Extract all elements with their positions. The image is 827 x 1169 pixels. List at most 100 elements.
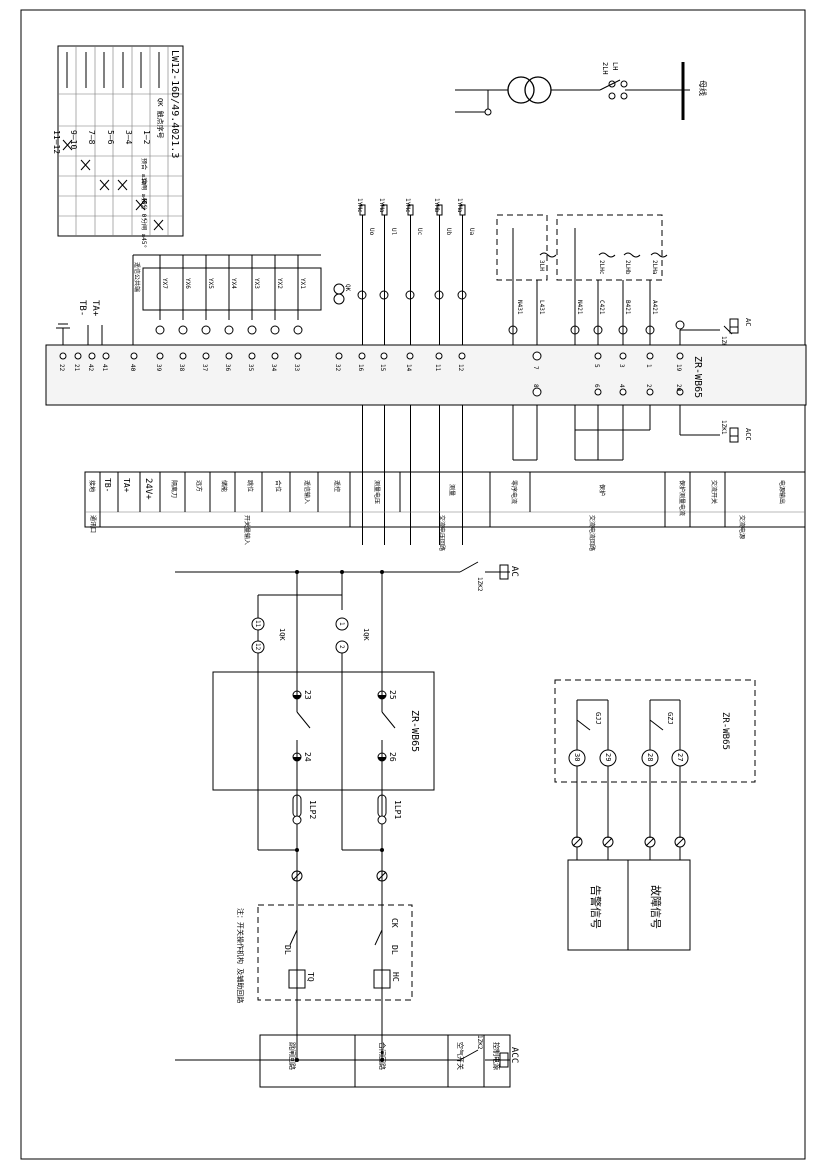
legend-cell-5: 零序电流 <box>510 480 518 504</box>
yx-common-label: 遥信公共端 <box>133 262 141 292</box>
contact-5-6: 5—6 <box>106 130 115 145</box>
pin-19: 19 <box>675 364 682 372</box>
bottom-cell-trip: 跳闸回路 <box>288 1042 297 1070</box>
page-frame <box>20 9 806 1160</box>
acc-switch-lower: 1ZK2 <box>476 1035 483 1050</box>
legend-cell-12: 储能 <box>220 480 228 492</box>
pin-16: 16 <box>357 364 364 372</box>
contact-7-8: 7—8 <box>87 130 96 145</box>
module-top-pins <box>59 351 684 361</box>
alarm-table <box>567 859 691 951</box>
pin-5: 5 <box>593 364 600 368</box>
wire-label-a421: A421 <box>651 300 658 315</box>
wire-label-l431: L431 <box>538 300 545 315</box>
pin-26: 26 <box>388 752 397 762</box>
tq-label: TQ <box>306 972 315 982</box>
pin-41: 41 <box>101 364 108 372</box>
bottom-cell-breaker: 空气开关 <box>456 1042 465 1070</box>
pin-34: 34 <box>270 364 277 372</box>
position-label-3: 预分 0° <box>140 198 148 221</box>
legend-cell-10: 合位 <box>274 480 282 492</box>
yx-label-7: YX7 <box>161 278 168 289</box>
meter-tag-5: Ua <box>468 228 475 236</box>
qk-term-11: 11 <box>254 620 261 628</box>
pin-15: 15 <box>379 364 386 372</box>
legend-cell-ta: TA+ <box>122 478 131 493</box>
qk-label-right: 1QK <box>362 628 370 641</box>
acc-label-upper: ACC <box>744 428 752 441</box>
legend-group-3: 交流电压回路 <box>438 515 446 551</box>
pin-37: 37 <box>201 364 208 372</box>
pin-32: 32 <box>334 364 341 372</box>
lp1-label: 1LP1 <box>393 800 402 819</box>
pin-1: 1 <box>645 364 652 368</box>
pin-39: 39 <box>155 364 162 372</box>
qk-column-label: QK 触点序号 <box>156 98 165 139</box>
relay-gzj: GZJ <box>666 712 674 725</box>
qk-term-12: 12 <box>254 643 261 651</box>
pin-24: 24 <box>303 752 312 762</box>
legend-cell-tb: TB- <box>103 478 112 492</box>
busbar-label: 母线 <box>698 80 708 96</box>
pt-box-1 <box>496 214 548 281</box>
mechanism-note: 注：开关操作机构 及辅助回路 <box>236 908 245 1003</box>
alarm-module-label: ZR-WB65 <box>720 712 730 750</box>
legend-cell-24v: 24V+ <box>143 478 153 500</box>
wire-label-c421: C421 <box>598 300 605 315</box>
meter-head-4: 1YMb <box>433 198 440 213</box>
switch-contact-table: LW12-16D/49.4021.3 QK 触点序号 1—2 3—4 5—6 7… <box>52 45 184 248</box>
meter-tag-2: Ul <box>390 228 397 236</box>
contact-9-10: 9—10 <box>69 130 78 149</box>
wire-label-n421: N421 <box>576 300 583 315</box>
alarm-pin-27: 27 <box>676 753 684 761</box>
lp2-label: 1LP2 <box>308 800 317 819</box>
ct-tag: LH <box>611 62 619 70</box>
acc-source-lower <box>499 1052 509 1068</box>
transformer-symbol <box>455 76 690 116</box>
legend-row <box>84 471 806 528</box>
pt-box-2 <box>556 214 663 281</box>
bottom-cell-close: 合闸回路 <box>378 1042 387 1070</box>
yx-label-3: YX3 <box>253 278 260 289</box>
yx-label-5: YX5 <box>207 278 214 289</box>
wire-label-n431: N431 <box>516 300 523 315</box>
qk-label-left: 1QK <box>278 628 286 641</box>
meter-tag-3: Uc <box>416 228 423 236</box>
legend-group-2: 交流电流回路 <box>588 515 596 551</box>
contact-3-4: 3—4 <box>124 130 133 145</box>
bottom-cell-power: 控制电源 <box>492 1042 501 1070</box>
pin-7: 7 <box>532 366 539 370</box>
alarm-cell-warning: 告警信号 <box>589 885 603 929</box>
legend-cell-3: 保护测量电流 <box>678 480 686 516</box>
pin-35: 35 <box>247 364 254 372</box>
dl-label-right: DL <box>390 945 399 955</box>
legend-cell-11: 跳位 <box>246 480 254 492</box>
position-label-4: 分闸 ≥45° <box>140 218 148 248</box>
pin-38: 38 <box>178 364 185 372</box>
yx-block <box>142 267 322 311</box>
legend-cell-6: 测量 <box>448 484 456 496</box>
yx-label-2: YX2 <box>276 278 283 289</box>
contact-1-2: 1—2 <box>142 130 151 145</box>
pt-label-3: 2LHb <box>624 260 631 275</box>
alarm-cell-fault: 故障信号 <box>649 885 663 929</box>
pin-4: 4 <box>618 384 625 388</box>
yx-label-4: YX4 <box>230 278 237 289</box>
legend-cell-1: 电源输出 <box>778 480 786 504</box>
pin-33: 33 <box>293 364 300 372</box>
position-label-2: 合闸 ≥45° <box>140 178 148 208</box>
module-bottom-pins <box>532 387 684 397</box>
pin-20: 20 <box>675 384 682 392</box>
pt-label-1: 3LH <box>538 260 545 271</box>
legend-group-1: 交流电源 <box>738 515 746 539</box>
ac-source-upper <box>679 318 739 345</box>
pin-22: 22 <box>58 364 65 372</box>
meter-tag-1: Uo <box>368 228 375 236</box>
acc-switch-upper: 1ZK1 <box>720 420 727 435</box>
pin-23: 23 <box>303 690 312 700</box>
tb-minus-label: TB- <box>77 300 87 316</box>
ac-switch-upper: 1ZK1 <box>720 336 727 351</box>
pin-40: 40 <box>129 364 136 372</box>
hc-label: HC <box>391 972 400 982</box>
ac-label-upper: AC <box>744 318 752 326</box>
